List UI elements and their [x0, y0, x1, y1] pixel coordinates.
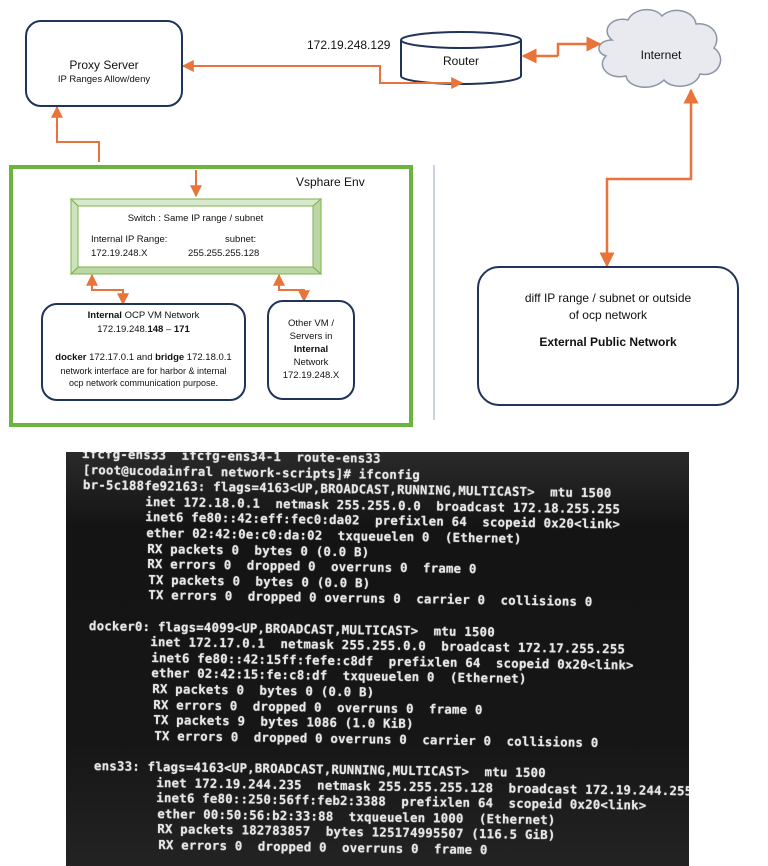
vsphere-label: Vsphare Env	[296, 175, 365, 189]
terminal-line: TX errors 0 dropped 0 overruns 0 carrier…	[87, 586, 593, 610]
other-vm-line1: Other VM /	[288, 318, 334, 329]
other-vm-line4: Network	[293, 357, 329, 368]
ocp-vm-network-box: Internal OCP VM Network 172.19.248.148 –…	[41, 303, 246, 401]
external-line1: diff IP range / subnet or outside	[524, 291, 692, 305]
diagram-canvas	[9, 8, 722, 427]
switch-subnet-value: 255.255.255.128	[188, 248, 260, 259]
external-title: External Public Network	[539, 335, 677, 349]
switch-range-value: 172.19.248.X	[91, 248, 148, 259]
switch-range-label: Internal IP Range:	[91, 234, 168, 245]
ocp-vm-line1: Internal OCP VM Network	[87, 310, 200, 321]
router-label: Router	[442, 54, 480, 68]
terminal-photo: ifcfg-ens33 ifcfg-ens34-1 route-ens33[ro…	[66, 452, 689, 866]
connector-router-internet-2	[556, 36, 602, 56]
connector-switch-othervm	[273, 273, 310, 303]
ocp-vm-desc1: network interface are for harbor & inter…	[60, 366, 227, 376]
internet-cloud	[598, 8, 722, 88]
connector-switch-ocp	[86, 273, 129, 306]
switch-subnet-label: subnet:	[225, 234, 257, 245]
proxy-server-box: Proxy Server IP Ranges Allow/deny	[25, 20, 183, 107]
proxy-server-subtitle: IP Ranges Allow/deny	[57, 74, 151, 85]
connector-proxy-router	[181, 60, 464, 89]
ocp-vm-ip-range: 172.19.248.148 – 171	[97, 324, 190, 335]
switch-box	[69, 197, 323, 276]
ocp-vm-docker-bridge: docker 172.17.0.1 and bridge 172.18.0.1	[55, 352, 232, 363]
proxy-server-title: Proxy Server	[69, 58, 139, 72]
other-vm-box: Other VM / Servers in Internal Network 1…	[267, 300, 355, 400]
vsphere-frame	[9, 165, 413, 427]
external-network-box: diff IP range / subnet or outside of ocp…	[477, 266, 739, 406]
ocp-vm-desc2: ocp network communication purpose.	[68, 378, 219, 388]
connector-proxy-vsphere	[51, 105, 100, 162]
switch-title: Switch : Same IP range / subnet	[127, 213, 264, 224]
other-vm-line5: 172.19.248.X	[282, 370, 340, 381]
external-line2: of ocp network	[568, 308, 648, 322]
other-vm-line3: Internal	[293, 344, 329, 355]
router-ip-label: 172.19.248.129	[307, 38, 391, 52]
other-vm-line2: Servers in	[289, 331, 333, 342]
connector-internet-external	[599, 88, 699, 268]
terminal-line: TX errors 0 dropped 0 overruns 0 carrier…	[92, 726, 599, 750]
internet-label: Internet	[640, 48, 682, 62]
